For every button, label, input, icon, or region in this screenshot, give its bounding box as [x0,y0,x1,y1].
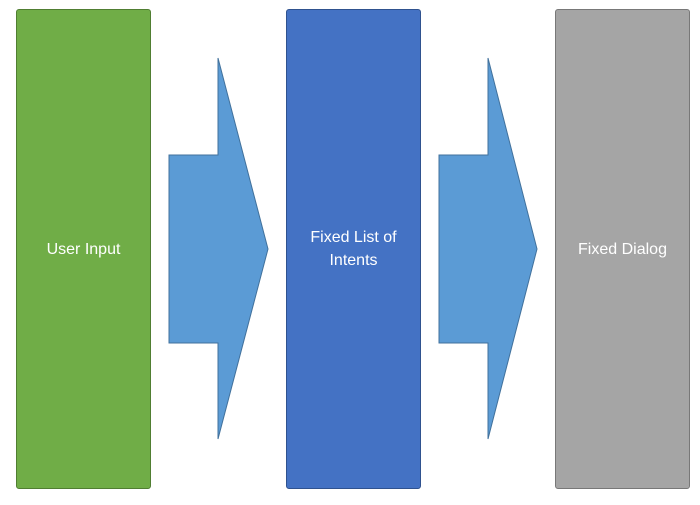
step-box-dialog: Fixed Dialog [555,9,690,489]
step-box-user-input: User Input [16,9,151,489]
arrow-2 [438,57,538,440]
step-label: User Input [46,240,121,258]
step-label: Fixed List of Intents [310,229,397,269]
step-label: Fixed Dialog [578,240,667,258]
step-box-intents: Fixed List of Intents [286,9,421,489]
arrow-1 [168,57,269,440]
